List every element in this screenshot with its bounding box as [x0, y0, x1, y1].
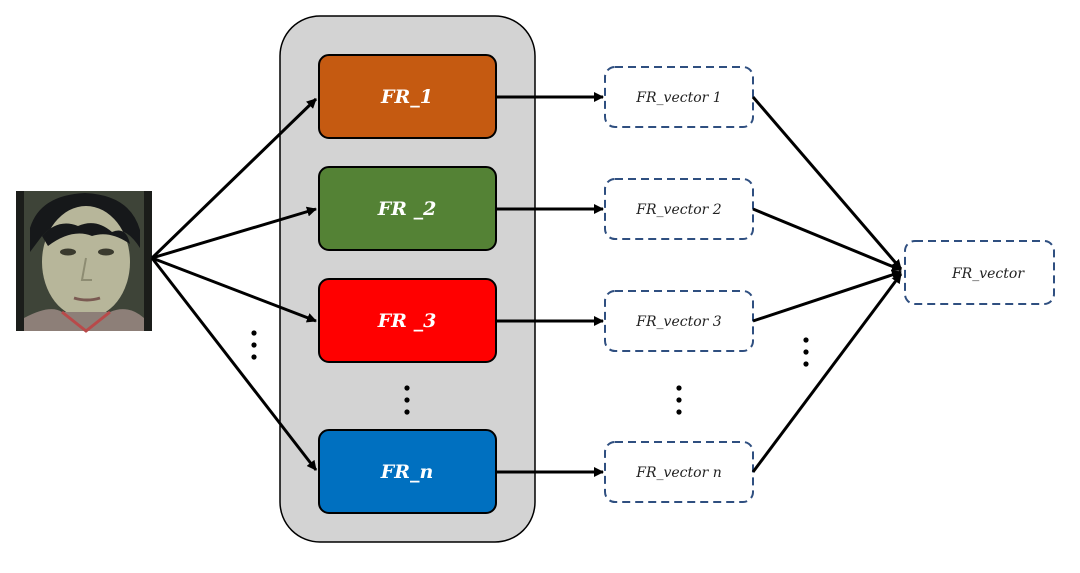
merge-ellipsis	[803, 337, 809, 367]
model-label-3: FR _3	[377, 310, 437, 332]
vector-box-1: FR_vector 1	[604, 66, 754, 128]
vector-ellipsis	[676, 385, 682, 415]
model-label-2: FR _2	[377, 198, 437, 220]
vector-box-n: FR_vector n	[604, 441, 754, 503]
input-face-image	[16, 191, 152, 333]
model-label-1: FR_1	[380, 86, 433, 108]
model-ellipsis	[404, 385, 410, 415]
vector-label-1: FR_vector 1	[635, 90, 721, 106]
model-box-3: FR _3	[318, 278, 497, 363]
model-box-n: FR_n	[318, 429, 497, 514]
model-box-1: FR_1	[318, 54, 497, 139]
output-vector-label: FR_vector	[951, 266, 1025, 282]
model-label-n: FR_n	[380, 461, 434, 483]
merge-arrows	[751, 96, 903, 473]
vector-label-2: FR_vector 2	[635, 202, 721, 218]
output-vector-box: FR_vector	[904, 240, 1055, 305]
input-ellipsis	[251, 330, 257, 360]
vector-label-3: FR_vector 3	[635, 314, 721, 330]
vector-box-2: FR_vector 2	[604, 178, 754, 240]
input-arrows	[150, 97, 318, 471]
vector-label-n: FR_vector n	[635, 465, 722, 481]
vector-box-3: FR_vector 3	[604, 290, 754, 352]
model-to-vector-arrows	[496, 92, 604, 477]
model-box-2: FR _2	[318, 166, 497, 251]
